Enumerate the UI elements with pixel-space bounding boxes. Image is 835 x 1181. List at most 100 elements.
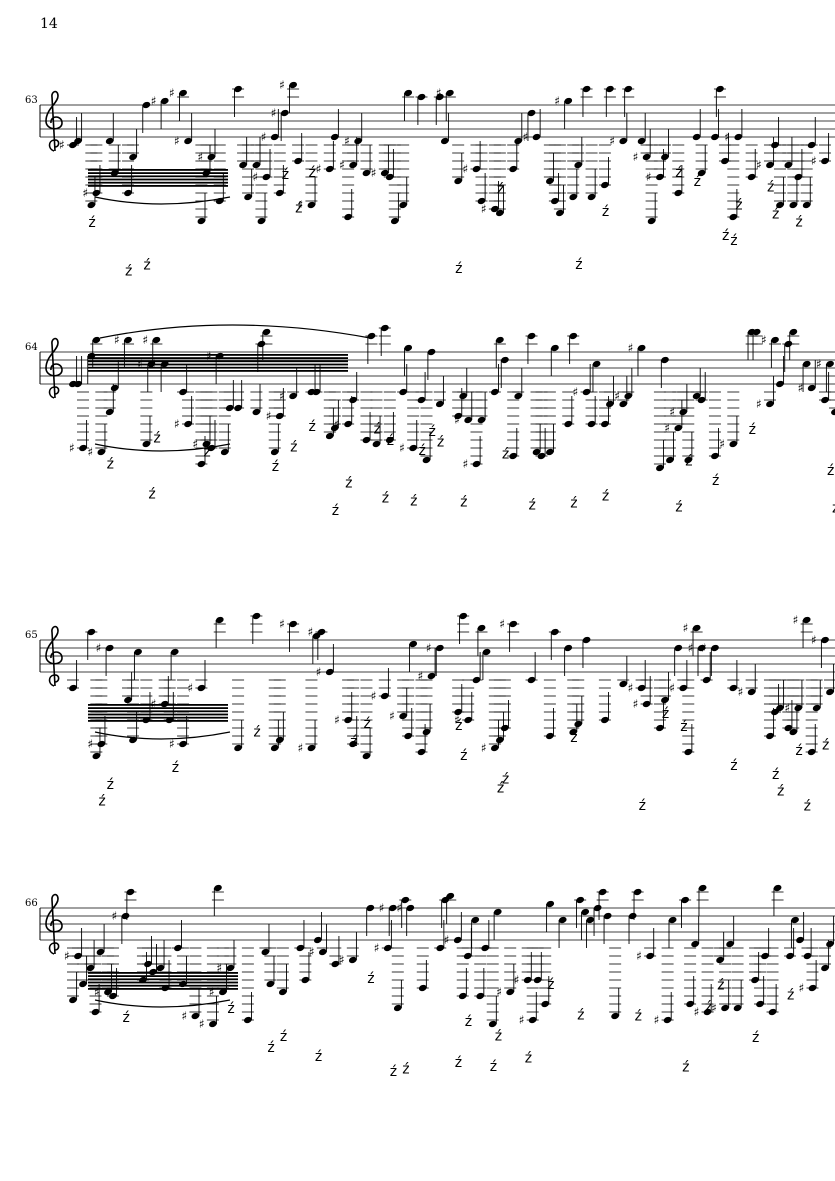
notehead xyxy=(104,988,112,996)
notehead xyxy=(831,408,835,416)
notehead xyxy=(789,728,798,736)
beam xyxy=(88,354,348,356)
sharp-icon: ♯ xyxy=(209,985,215,999)
beam xyxy=(88,720,228,722)
rest-icon: ź xyxy=(382,491,389,507)
notehead xyxy=(301,976,310,984)
notehead xyxy=(569,332,578,340)
sharp-icon: ♯ xyxy=(279,617,285,631)
rest-icon: ź xyxy=(280,1029,287,1045)
notehead xyxy=(684,748,693,756)
sharp-icon: ♯ xyxy=(426,641,432,655)
sharp-icon: ♯ xyxy=(59,138,65,152)
rest-icon: ź xyxy=(148,487,155,503)
notehead xyxy=(692,392,701,400)
notehead xyxy=(275,189,284,197)
notehead xyxy=(275,736,284,744)
sharp-icon: ♯ xyxy=(669,681,675,695)
notehead xyxy=(202,440,211,448)
notehead xyxy=(110,384,119,392)
rest-icon: ź xyxy=(153,430,160,446)
notehead xyxy=(105,137,114,145)
notehead xyxy=(789,201,798,209)
notehead xyxy=(747,173,756,181)
notehead xyxy=(191,1012,200,1020)
notehead xyxy=(453,936,462,944)
sharp-icon: ♯ xyxy=(169,86,175,100)
notehead xyxy=(692,624,701,632)
slur xyxy=(94,196,231,205)
notehead xyxy=(129,153,137,161)
sharp-icon: ♯ xyxy=(694,1005,700,1019)
notehead xyxy=(239,161,247,169)
notehead xyxy=(69,996,77,1004)
notehead xyxy=(362,752,371,760)
notehead xyxy=(593,904,602,912)
notehead xyxy=(270,448,279,456)
rest-icon: ź xyxy=(390,1064,397,1080)
notehead xyxy=(427,672,436,680)
notehead xyxy=(674,424,683,432)
rest-icon: ź xyxy=(367,971,374,987)
measure-number: 65 xyxy=(25,630,38,641)
rest-icon: ź xyxy=(712,473,719,489)
sharp-icon: ♯ xyxy=(816,357,822,371)
notehead xyxy=(252,408,261,416)
sharp-icon: ♯ xyxy=(374,941,380,955)
sharp-icon: ♯ xyxy=(454,413,460,427)
notehead xyxy=(289,81,297,89)
notehead xyxy=(313,936,322,944)
rest-icon: ź xyxy=(497,780,504,796)
notehead xyxy=(766,161,774,169)
rest-icon: ź xyxy=(172,760,179,776)
sharp-icon: ♯ xyxy=(633,697,639,711)
beam xyxy=(88,357,348,359)
rest-icon: ź xyxy=(735,198,742,214)
sharp-icon: ♯ xyxy=(793,613,799,627)
notehead xyxy=(197,217,206,225)
rest-icon: ź xyxy=(577,1007,584,1023)
sharp-icon: ♯ xyxy=(87,737,93,751)
notehead xyxy=(366,904,375,912)
rest-icon: ź xyxy=(428,424,435,440)
rest-icon: ź xyxy=(350,734,357,750)
sharp-icon: ♯ xyxy=(279,78,285,92)
notehead xyxy=(446,892,455,900)
notehead xyxy=(385,436,394,444)
notehead xyxy=(598,888,607,896)
notehead xyxy=(661,356,669,364)
notehead xyxy=(330,424,339,432)
beam xyxy=(88,988,238,990)
notehead xyxy=(219,988,227,996)
sharp-icon: ♯ xyxy=(82,186,88,200)
notehead xyxy=(637,137,646,145)
system: 64♯♯ź♯♯ź♯ź♯♯♯ź♯ź♯♯źźź♯źźźź♯źźźźź♯♯źźź♯ź♯… xyxy=(25,324,835,519)
notehead xyxy=(697,169,706,177)
notehead xyxy=(734,133,743,141)
rest-icon: ź xyxy=(795,215,802,231)
notehead xyxy=(500,356,509,364)
notehead xyxy=(156,964,165,972)
treble-clef-icon xyxy=(45,90,63,152)
sharp-icon: ♯ xyxy=(628,681,634,695)
notehead xyxy=(791,916,799,924)
beam xyxy=(88,185,228,187)
rest-icon: ź xyxy=(602,204,609,220)
notehead xyxy=(463,952,472,960)
rest-icon: ź xyxy=(203,445,210,461)
notehead xyxy=(179,89,187,97)
rest-icon: ź xyxy=(282,167,289,183)
rest-icon: ź xyxy=(662,706,669,722)
notehead xyxy=(87,201,96,209)
notehead xyxy=(666,456,674,464)
beam xyxy=(88,984,238,987)
sharp-icon: ♯ xyxy=(96,641,102,655)
rest-icon: ź xyxy=(777,783,784,799)
notehead xyxy=(459,612,468,620)
notehead xyxy=(624,392,633,400)
beam xyxy=(88,978,238,981)
measure-number: 63 xyxy=(25,95,38,106)
